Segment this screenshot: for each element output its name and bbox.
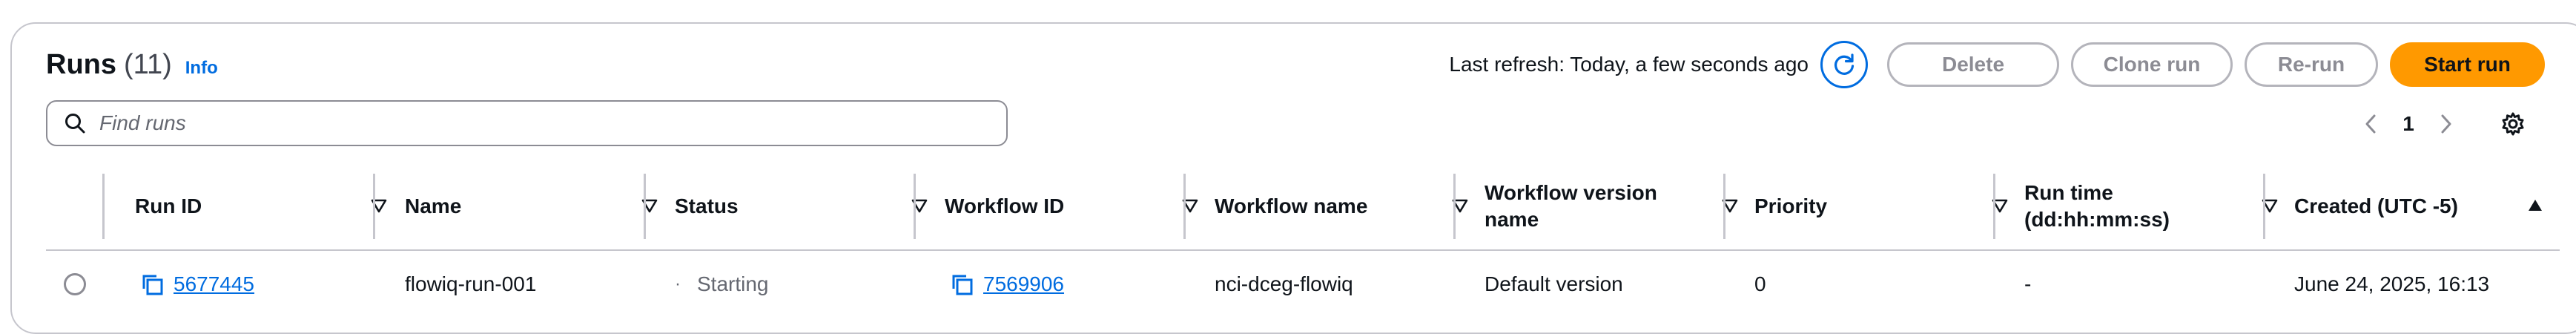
next-page-button[interactable] (2426, 104, 2466, 144)
previous-page-button[interactable] (2351, 104, 2391, 144)
rerun-button[interactable]: Re-run (2245, 42, 2378, 87)
column-divider[interactable] (914, 174, 916, 239)
panel-header: Runs (11) Info (46, 49, 218, 81)
page-title: Runs (46, 49, 116, 80)
column-header-run-time[interactable]: Run time (dd:hh:mm:ss) (2024, 162, 2294, 251)
copy-icon[interactable] (139, 272, 165, 297)
start-run-button[interactable]: Start run (2390, 42, 2545, 87)
sort-icon[interactable] (369, 196, 389, 215)
sort-icon[interactable] (910, 196, 929, 215)
column-header-run-id[interactable]: Run ID (135, 162, 403, 251)
sort-icon[interactable] (1990, 196, 2009, 215)
pagination: 1 (2351, 104, 2466, 144)
sort-icon[interactable] (640, 196, 659, 215)
created-cell: June 24, 2025, 16:13 (2294, 272, 2490, 295)
workflow-name-cell: nci-dceg-flowiq (1215, 272, 1353, 295)
clone-run-button[interactable]: Clone run (2071, 42, 2233, 87)
column-header-workflow-name[interactable]: Workflow name (1215, 162, 1484, 251)
column-header-workflow-version-name[interactable]: Workflow version name (1484, 162, 1754, 251)
column-divider[interactable] (1453, 174, 1456, 239)
priority-cell: 0 (1754, 272, 1766, 295)
table-header: Run ID Name Status Workflow ID Workflow … (46, 162, 2560, 251)
chevron-left-icon (2365, 114, 2376, 134)
column-divider[interactable] (1183, 174, 1186, 239)
info-link[interactable]: Info (185, 58, 218, 78)
status-text: Starting (697, 272, 769, 295)
column-header-created[interactable]: Created (UTC -5) (2294, 162, 2560, 251)
name-cell: flowiq-run-001 (405, 272, 537, 295)
workflow-id-link[interactable]: 7569906 (983, 272, 1065, 295)
column-header-status[interactable]: Status (675, 162, 944, 251)
sort-icon[interactable] (1180, 196, 1200, 215)
run-time-cell: - (2024, 272, 2032, 295)
chevron-right-icon (2441, 114, 2451, 134)
row-select-cell (64, 251, 86, 318)
workflow-id-cell: 7569906 (949, 251, 1064, 318)
search-icon (65, 114, 85, 134)
table-row[interactable]: 5677445 flowiq-run-001 · Starting 756990… (46, 251, 2560, 318)
column-divider[interactable] (1723, 174, 1725, 239)
workflow-version-cell: Default version (1484, 272, 1623, 295)
sort-ascending-icon[interactable] (2526, 196, 2545, 215)
sort-icon[interactable] (1720, 196, 1740, 215)
refresh-button[interactable] (1820, 41, 1868, 88)
search-input[interactable] (99, 111, 974, 135)
column-header-name[interactable]: Name (405, 162, 674, 251)
column-divider[interactable] (102, 174, 105, 239)
column-divider[interactable] (644, 174, 646, 239)
runs-count: (11) (124, 49, 172, 80)
runs-table: Run ID Name Status Workflow ID Workflow … (46, 162, 2560, 318)
column-divider[interactable] (2263, 174, 2265, 239)
settings-icon (2502, 112, 2524, 136)
current-page-number[interactable]: 1 (2402, 112, 2414, 135)
column-divider[interactable] (373, 174, 375, 239)
column-divider[interactable] (1993, 174, 1995, 239)
preferences-button[interactable] (2493, 104, 2533, 144)
run-id-cell: 5677445 (139, 251, 254, 318)
column-header-workflow-id[interactable]: Workflow ID (945, 162, 1215, 251)
search-box[interactable] (46, 100, 1008, 146)
status-cell: · Starting (675, 251, 769, 318)
column-header-priority[interactable]: Priority (1754, 162, 2024, 251)
sort-icon[interactable] (1450, 196, 1470, 215)
status-indicator-icon: · (675, 274, 681, 294)
copy-icon[interactable] (949, 272, 974, 297)
header-actions: Last refresh: Today, a few seconds ago D… (1449, 41, 2545, 88)
refresh-icon (1834, 53, 1855, 75)
row-select-radio[interactable] (64, 273, 86, 295)
last-refresh-text: Last refresh: Today, a few seconds ago (1449, 53, 1809, 76)
delete-button[interactable]: Delete (1887, 42, 2059, 87)
sort-icon[interactable] (2260, 196, 2279, 215)
run-id-link[interactable]: 5677445 (174, 272, 255, 295)
